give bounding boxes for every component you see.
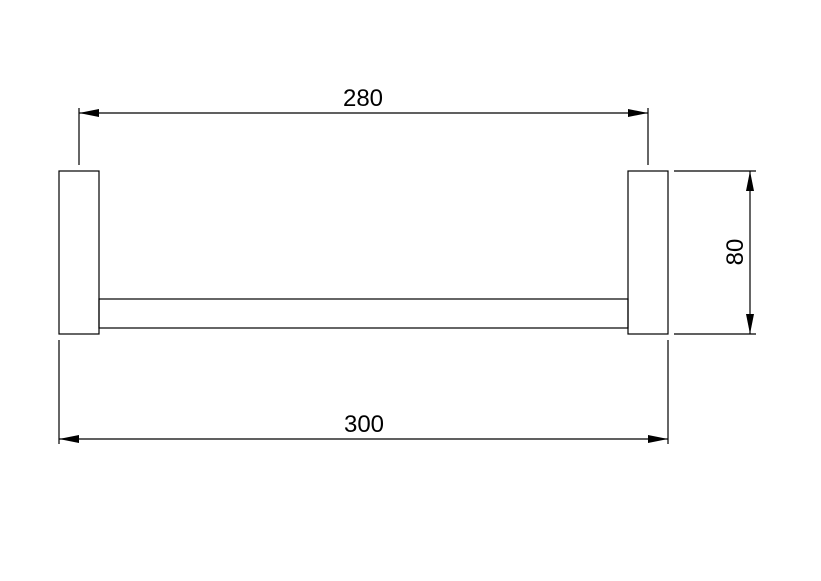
right-bracket [627, 170, 669, 335]
left-bracket [58, 170, 100, 335]
towel-bar [98, 298, 629, 329]
dimension-label-80: 80 [722, 239, 749, 266]
dimension-label-300: 300 [344, 411, 384, 438]
dimension-label-280: 280 [343, 85, 383, 112]
